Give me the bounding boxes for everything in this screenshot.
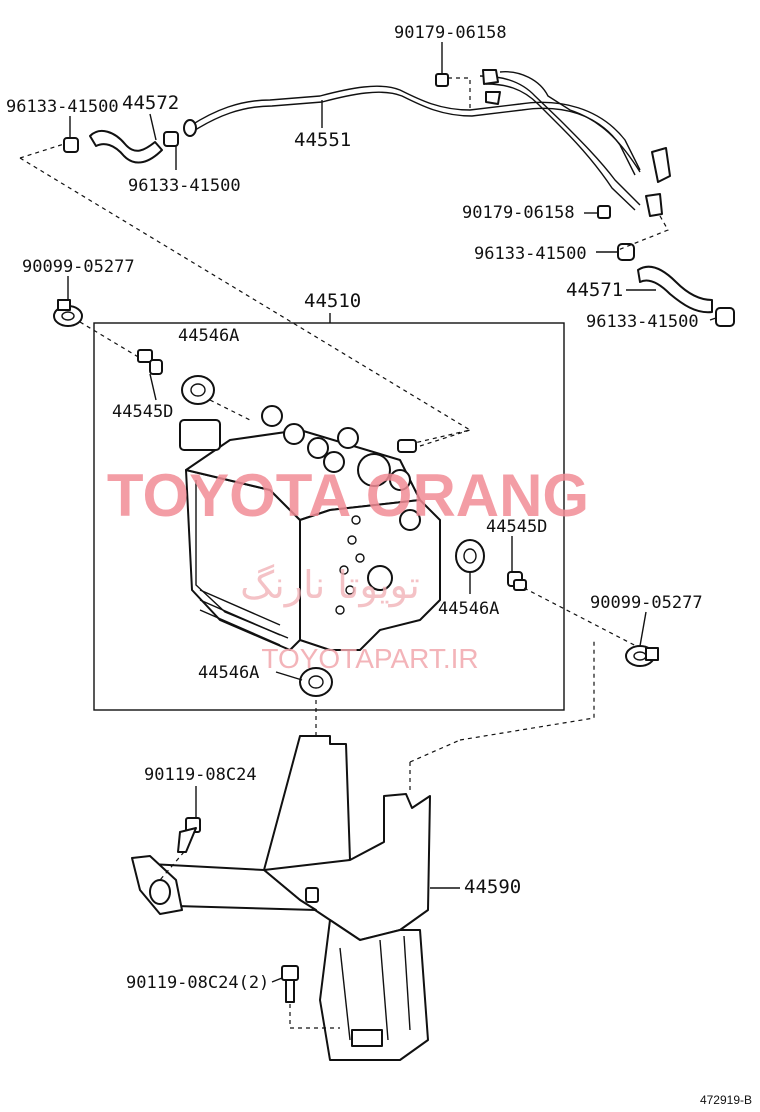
label-90119-upper: 90119-08C24: [144, 765, 257, 785]
diagram-reference-code: 472919-B: [700, 1093, 752, 1107]
label-96133-right-b: 96133-41500: [586, 312, 699, 332]
bolt-90119-upper: [177, 817, 201, 853]
bushing-90099-right: [625, 645, 659, 667]
watermark-persian: تویوتا نارنگ: [240, 563, 420, 608]
grommet-44546A-top: [181, 375, 215, 405]
label-44546A-bottom: 44546A: [198, 663, 259, 683]
watermark-url: TOYOTAPART.IR: [261, 643, 478, 674]
label-44546A-top: 44546A: [178, 326, 239, 346]
abs-actuator-body: [179, 405, 441, 651]
label-90179-top: 90179-06158: [394, 23, 507, 43]
brake-tube-assembly-44551: [183, 69, 671, 217]
grommet-44546A-right: [455, 539, 485, 573]
clip-90179-right: [597, 205, 611, 219]
grommet-44546A-bottom: [299, 667, 333, 697]
clip-90179-top: [435, 73, 449, 87]
label-44510: 44510: [304, 290, 361, 312]
clamp-96133-left-a: [63, 137, 79, 153]
label-90179-right: 90179-06158: [462, 203, 575, 223]
label-96133-left-a: 96133-41500: [6, 97, 119, 117]
clamp-96133-right-b: [715, 307, 735, 327]
actuator-assembly-frame: [93, 322, 565, 711]
label-44590: 44590: [464, 876, 521, 898]
hose-44572: [63, 129, 179, 164]
label-96133-right-a: 96133-41500: [474, 244, 587, 264]
label-90119-lower: 90119-08C24(2): [126, 973, 269, 993]
clamp-96133-right-a: [617, 243, 635, 261]
label-96133-left-b: 96133-41500: [128, 176, 241, 196]
hose-44571: [617, 243, 735, 327]
label-44545D-right: 44545D: [486, 517, 547, 537]
label-44572: 44572: [122, 92, 179, 114]
bolt-90119-lower: [281, 965, 299, 1003]
label-44551: 44551: [294, 129, 351, 151]
mount-bolt-44545D-left: [137, 349, 163, 375]
label-90099-left: 90099-05277: [22, 257, 135, 277]
watermark-main: TOYOTA ORANG: [107, 462, 589, 529]
label-44571: 44571: [566, 279, 623, 301]
label-44546A-right: 44546A: [438, 599, 499, 619]
label-90099-right: 90099-05277: [590, 593, 703, 613]
clamp-96133-left-b: [163, 131, 179, 147]
label-44545D-left: 44545D: [112, 402, 173, 422]
bushing-90099-left: [53, 299, 83, 327]
mount-bolt-44545D-right: [507, 571, 527, 591]
actuator-bracket-44590: [131, 735, 431, 1061]
